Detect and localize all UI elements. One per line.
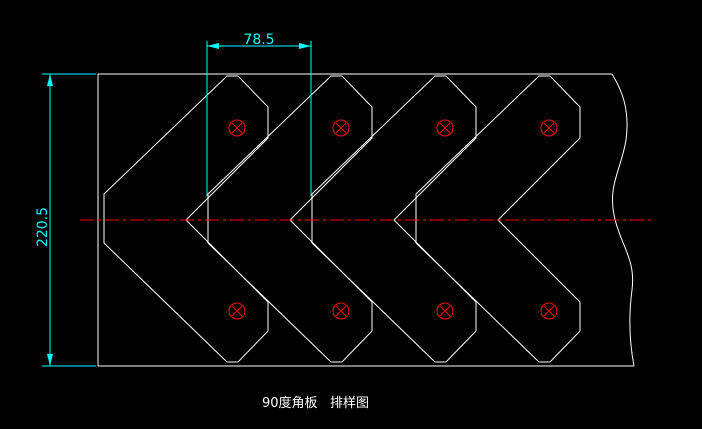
hole-4-1 (540, 119, 558, 137)
hole-cross-line (439, 122, 451, 134)
hole-circle (540, 302, 558, 320)
hole-circle (332, 302, 350, 320)
hole-2-2 (332, 302, 350, 320)
hole-cross-line (543, 305, 555, 317)
horizontal-dimension-text: 78.5 (243, 32, 274, 48)
vertical-dimension (42, 73, 96, 367)
hdim-arrow-left (207, 43, 219, 49)
hole-circle (228, 302, 246, 320)
chevron-part-4 (415, 75, 581, 363)
hdim-arrow-right (299, 43, 311, 49)
chevron-part-2 (207, 75, 373, 363)
vertical-dimension-text: 220.5 (35, 207, 51, 247)
chevron-part-1 (103, 75, 269, 363)
parts-group (103, 75, 581, 363)
hole-2-1 (332, 119, 350, 137)
hole-cross-line (335, 305, 347, 317)
hole-3-1 (436, 119, 454, 137)
vdim-arrow-bottom (47, 354, 53, 366)
holes-group (228, 119, 558, 320)
hole-circle (436, 302, 454, 320)
hole-circle (228, 119, 246, 137)
hole-1-1 (228, 119, 246, 137)
hole-circle (332, 119, 350, 137)
hole-3-2 (436, 302, 454, 320)
hole-1-2 (228, 302, 246, 320)
hole-cross-line (439, 305, 451, 317)
hole-circle (436, 119, 454, 137)
sheet-break-line (611, 73, 635, 367)
hole-cross-line (231, 305, 243, 317)
hole-cross-line (543, 122, 555, 134)
hole-4-2 (540, 302, 558, 320)
hole-cross-line (231, 122, 243, 134)
drawing-caption: 90度角板 排样图 (262, 396, 369, 411)
horizontal-dimension (206, 41, 312, 196)
hole-cross-line (335, 122, 347, 134)
hole-circle (540, 119, 558, 137)
vdim-arrow-top (47, 74, 53, 86)
chevron-part-3 (311, 75, 477, 363)
